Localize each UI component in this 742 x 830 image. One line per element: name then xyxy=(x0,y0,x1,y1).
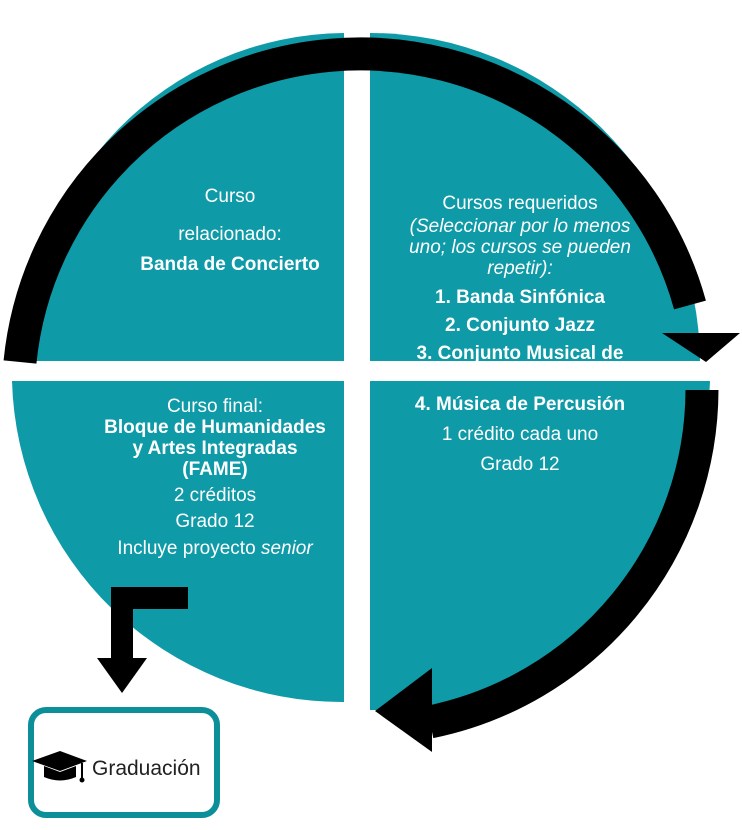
quadrant-bottom-left xyxy=(12,381,344,703)
required-credits: 1 crédito cada uno xyxy=(441,423,599,445)
course-3b: Instrumentos de Viento xyxy=(414,365,626,387)
required-note-1: (Seleccionar por lo menos xyxy=(409,215,631,237)
cycle-arrowhead-left xyxy=(375,668,432,752)
graduation-label: Graduación xyxy=(92,757,201,780)
required-title: Cursos requeridos xyxy=(442,193,598,214)
quadrant-top-right xyxy=(370,33,700,361)
final-course-1: Bloque de Humanidades xyxy=(104,416,326,438)
top-left-line1: Curso xyxy=(204,186,256,207)
final-title: Curso final: xyxy=(166,396,264,417)
bottom-left-text: Curso final: Bloque de Humanidades y Art… xyxy=(70,396,360,561)
required-note-2: uno; los cursos se pueden xyxy=(409,237,631,259)
top-left-text: Curso relacionado: Banda de Concierto xyxy=(130,185,330,276)
graduation-arrowhead xyxy=(97,658,147,693)
quadrant-bottom-right xyxy=(370,381,710,711)
course-2: 2. Conjunto Jazz xyxy=(445,315,595,337)
top-right-text: Cursos requeridos (Seleccionar por lo me… xyxy=(370,192,670,476)
top-left-course: Banda de Concierto xyxy=(140,253,320,275)
cycle-arrowhead-right xyxy=(662,333,740,362)
final-grade: Grado 12 xyxy=(175,511,255,533)
final-project: Incluye proyecto senior xyxy=(70,537,360,561)
cycle-arrow-top xyxy=(3,37,706,364)
final-project-prefix: Incluye proyecto xyxy=(117,538,261,560)
final-project-italic: senior xyxy=(260,538,313,560)
quadrant-top-left xyxy=(26,33,344,361)
top-left-line2: relacionado: xyxy=(178,223,282,245)
course-3: 3. Conjunto Musical de xyxy=(416,343,624,365)
final-course-2: y Artes Integradas xyxy=(132,437,298,459)
cycle-arrow-bottom xyxy=(426,389,719,739)
course-4: 4. Música de Percusión xyxy=(414,394,626,416)
graduation-arrow xyxy=(111,587,188,662)
course-1: 1. Banda Sinfónica xyxy=(435,286,605,308)
final-course-3: (FAME) xyxy=(182,458,248,480)
final-credits: 2 créditos xyxy=(173,484,257,506)
graduation-cap-icon xyxy=(32,751,87,783)
required-grade: Grado 12 xyxy=(480,453,560,475)
required-note-3: repetir): xyxy=(487,258,553,280)
